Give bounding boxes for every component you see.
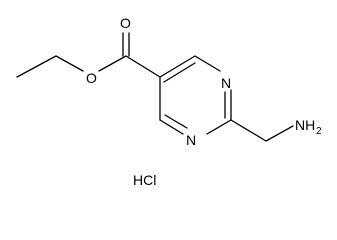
ring-bond-c6-n1 [194, 55, 221, 72]
chemical-structure-diagram: O O N N NH 2 HCl [16, 15, 322, 188]
ring-bond-c5-c6-inner [163, 62, 196, 83]
ring-bond-c2-n3 [206, 119, 232, 135]
carbonyl-oxygen-label: O [120, 15, 131, 31]
amine-label: NH [295, 117, 315, 133]
ring-nitrogen-top-label: N [221, 75, 231, 91]
ester-o-carbonyl-bond [98, 55, 127, 72]
amine-subscript: 2 [316, 126, 322, 137]
methylene-amine-bond [265, 125, 294, 142]
ethyl-methylene-bond [55, 55, 84, 72]
ring-nitrogen-bottom-label: N [186, 132, 196, 148]
ethyl-methyl-bond [16, 55, 57, 78]
ring-bond-c5-c6 [159, 55, 196, 78]
ring-bond-n3-c4-inner [164, 114, 188, 129]
carbonyl-ring-bond [125, 55, 161, 78]
ring-bond-n3-c4 [159, 119, 184, 135]
hcl-salt-label: HCl [133, 172, 156, 188]
ester-oxygen-label: O [86, 70, 97, 86]
c2-methylene-bond [230, 119, 267, 142]
